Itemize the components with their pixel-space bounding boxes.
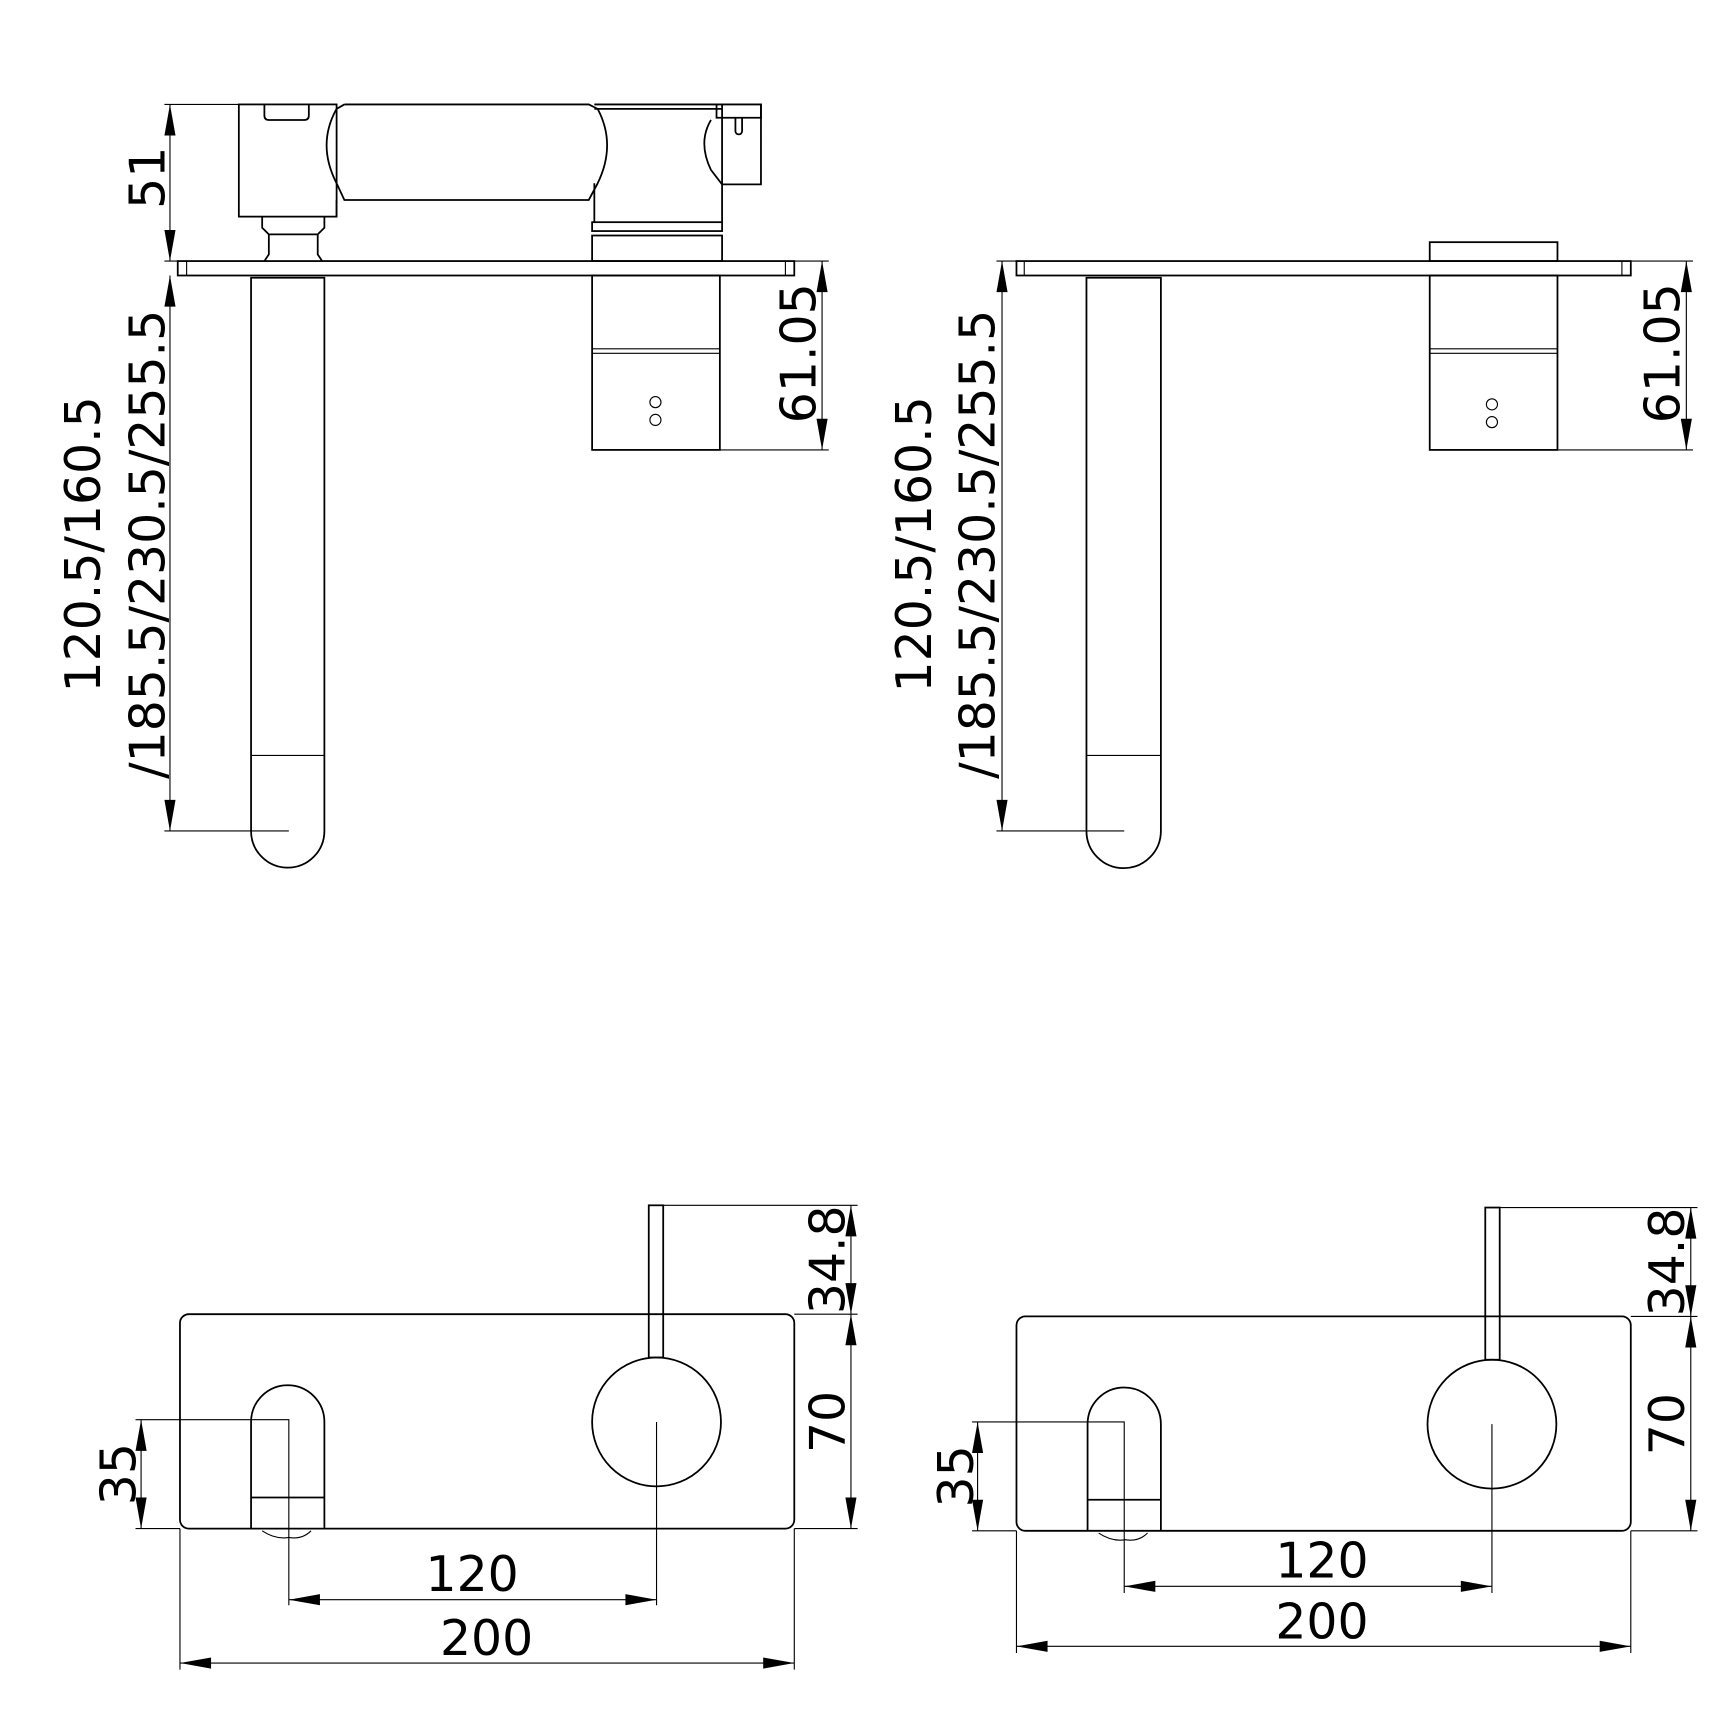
lever <box>647 1204 665 1359</box>
wall-plate <box>1015 1315 1632 1532</box>
dim-label-70: 70 <box>1639 1393 1696 1455</box>
dim-label-spout-length-1: 120.5/160.5 <box>886 396 943 692</box>
dimension-34-8: 34.8 <box>663 1204 858 1315</box>
dim-label-200: 200 <box>440 1610 533 1667</box>
dim-label-35: 35 <box>91 1443 148 1505</box>
dimension-70: 70 <box>794 1314 858 1530</box>
wall-plate <box>176 260 796 277</box>
lever <box>1484 1206 1501 1361</box>
wall-plate <box>179 1313 796 1530</box>
spout-outline <box>250 1384 326 1529</box>
spout-body <box>237 103 762 262</box>
dim-label-spout-length-1: 120.5/160.5 <box>55 396 112 692</box>
dim-label-120: 120 <box>425 1546 518 1603</box>
dim-label-35: 35 <box>928 1445 985 1507</box>
dimension-120: 120 <box>288 1421 658 1606</box>
dimension-200: 200 <box>179 1528 795 1670</box>
dimension-200: 200 <box>1015 1530 1632 1654</box>
dim-label-120: 120 <box>1275 1532 1368 1589</box>
dimension-35: 35 <box>91 1419 290 1606</box>
dim-label-70: 70 <box>799 1391 856 1453</box>
mixer-handle <box>1428 274 1559 451</box>
dim-label-61-05: 61.05 <box>770 283 827 423</box>
front-view-left: 34.8 70 35 120 200 <box>91 1204 858 1670</box>
dim-label-34-8: 34.8 <box>1639 1208 1696 1317</box>
side-view-right: 120.5/160.5 /185.5/230.5/255.5 61.05 <box>886 241 1694 869</box>
dimension-spout-length: 120.5/160.5 /185.5/230.5/255.5 <box>55 275 289 832</box>
spout <box>1085 276 1162 869</box>
dimension-spout-length: 120.5/160.5 /185.5/230.5/255.5 <box>886 260 1125 832</box>
dimension-51: 51 <box>119 103 795 262</box>
dim-label-spout-length-2: /185.5/230.5/255.5 <box>119 310 176 779</box>
dim-label-spout-length-2: /185.5/230.5/255.5 <box>949 310 1006 779</box>
dimension-61-05: 61.05 <box>1557 260 1694 451</box>
dimension-120: 120 <box>1124 1424 1493 1594</box>
mixer-handle <box>591 274 721 451</box>
dim-label-34-8: 34.8 <box>799 1205 856 1314</box>
dimension-61-05: 61.05 <box>719 260 829 451</box>
dimension-35: 35 <box>928 1421 1125 1594</box>
dim-label-61-05: 61.05 <box>1635 283 1692 423</box>
dim-label-51: 51 <box>119 147 176 209</box>
dim-label-200: 200 <box>1275 1594 1368 1651</box>
side-view-left: 51 120.5/160.5 /185.5/230.5/255.5 61.05 <box>55 103 829 869</box>
dimension-34-8: 34.8 <box>1499 1206 1698 1317</box>
dimension-70: 70 <box>1630 1316 1698 1532</box>
spout <box>250 276 326 869</box>
front-view-right: 34.8 70 35 120 200 <box>928 1206 1698 1654</box>
wall-plate <box>1015 241 1632 277</box>
